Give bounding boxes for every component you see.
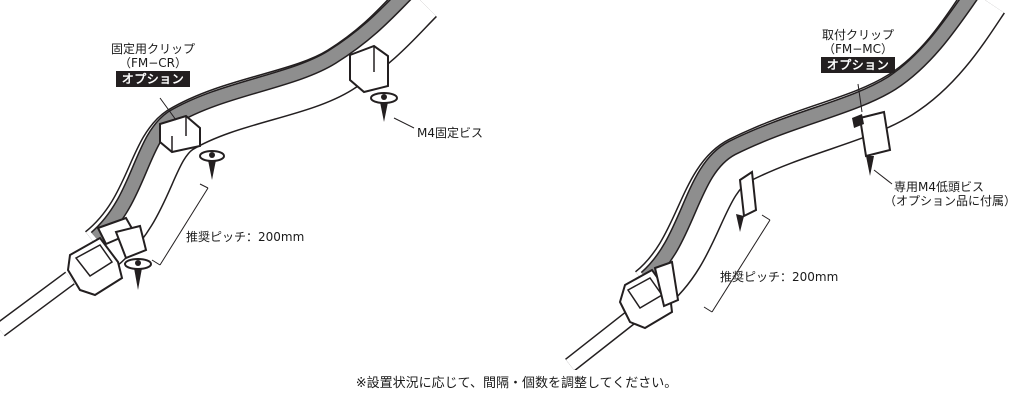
right-screw-leader [873,169,893,185]
right-led-strip [634,0,1005,309]
right-pitch-line [711,219,771,313]
left-fixing-clip-3 [349,44,398,122]
right-option-badge: オプション [820,57,896,73]
right-mounting-clip-1 [736,170,758,232]
right-screw-label-line1: 専用M4低頭ビス [894,180,984,194]
left-pitch-label: 推奨ピッチ：200mm [186,230,305,244]
left-option-badge: オプション [115,71,191,87]
right-clip-leader [857,83,863,113]
right-mounting-clip-2 [852,110,892,176]
left-clip-model: （FM−CR） [118,56,188,70]
left-pitch-line [159,187,209,266]
right-screw-label-line2: （オプション品に付属） [884,194,1017,208]
left-led-strip [84,0,438,269]
right-clip-model: （FM−MC） [822,42,894,56]
left-screw-leader [393,117,415,129]
left-screw-label: M4固定ビス [417,126,483,140]
right-clip-label: 取付クリップ （FM−MC） オプション [808,28,908,73]
right-clip-name: 取付クリップ [821,28,894,42]
left-illustration [0,0,438,337]
adjustment-footnote: ※設置状況に応じて、間隔・個数を調整してください。 [355,376,678,391]
right-pitch-label: 推奨ピッチ：200mm [720,270,839,284]
right-illustration [565,0,1005,370]
left-clip-name: 固定用クリップ [110,42,195,56]
right-end-cap [618,260,680,330]
right-screw-label: 専用M4低頭ビス （オプション品に付属） [884,180,1016,208]
left-clip-leader [159,97,177,121]
left-fixing-clip-1 [159,114,225,180]
left-clip-label: 固定用クリップ （FM−CR） オプション [98,42,208,87]
installation-illustration [0,0,1005,370]
left-fixing-clip-2 [114,224,152,290]
left-cable [0,271,75,337]
